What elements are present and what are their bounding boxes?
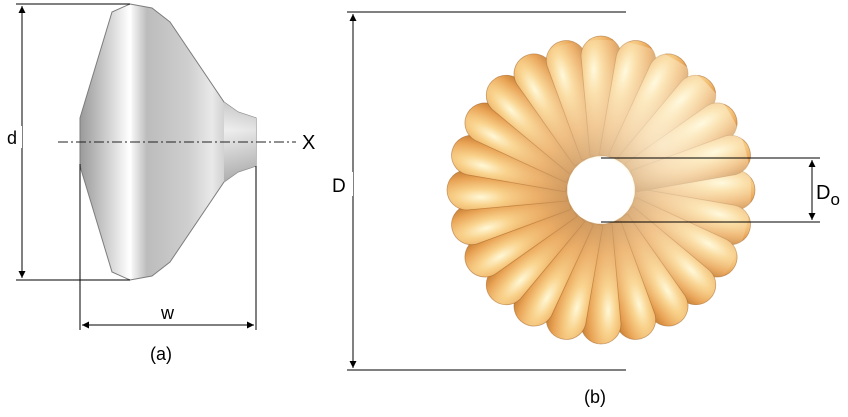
figure-a: X d w (a) [4,3,315,364]
caption-a: (a) [150,344,172,364]
center-hole [569,158,633,222]
dimension-label-Do-main: D [816,182,830,204]
dimension-label-D: D [332,176,346,197]
caption-b: (b) [584,387,606,407]
dimension-label-Do: Do [816,182,840,209]
label-d-background [4,126,22,148]
axis-label-x: X [302,132,315,154]
label-D-background [329,172,353,196]
dimension-label-w: w [160,303,175,323]
figure-b: D Do (b) [329,11,840,407]
dimension-label-Do-subscript: o [830,190,839,209]
dimension-label-d: d [7,128,17,148]
